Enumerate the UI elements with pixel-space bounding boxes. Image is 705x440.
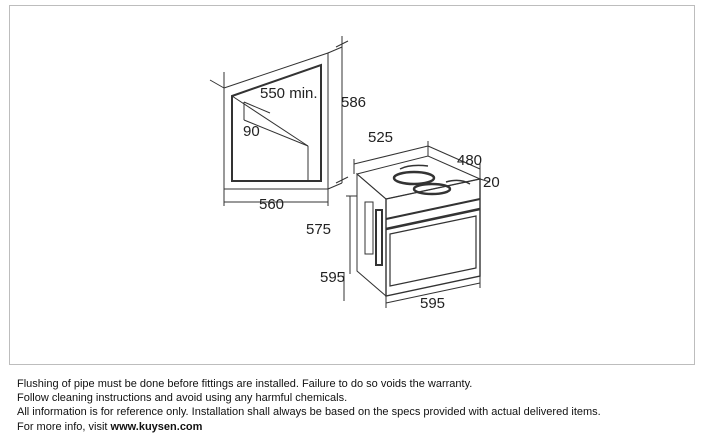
website-link[interactable]: www.kuysen.com bbox=[110, 420, 203, 433]
note-reference: All information is for reference only. I… bbox=[17, 406, 601, 419]
dim-oven-width: 595 bbox=[420, 295, 445, 312]
dim-niche-width: 560 bbox=[259, 196, 284, 213]
dim-niche-inset: 90 bbox=[243, 123, 260, 140]
note-cleaning: Follow cleaning instructions and avoid u… bbox=[17, 392, 348, 405]
dim-niche-height: 586 bbox=[341, 94, 366, 111]
dim-oven-panel-height: 575 bbox=[306, 221, 331, 238]
dim-oven-depth: 480 bbox=[457, 152, 482, 169]
installation-diagram: 550 min. 586 90 560 525 480 20 575 595 5… bbox=[209, 36, 500, 312]
notes-block: Flushing of pipe must be done before fit… bbox=[17, 377, 601, 434]
oven-drawing bbox=[343, 141, 491, 308]
note-more-info: For more info, visit www.kuysen.com bbox=[17, 420, 601, 434]
dim-niche-depth: 550 min. bbox=[260, 85, 318, 102]
dim-oven-offset: 20 bbox=[483, 174, 500, 191]
dim-oven-top-width: 525 bbox=[368, 129, 393, 146]
note-more-info-prefix: For more info, visit bbox=[17, 420, 111, 433]
niche-drawing bbox=[209, 36, 349, 206]
diagram-frame: 550 min. 586 90 560 525 480 20 575 595 5… bbox=[9, 5, 695, 365]
note-warranty: Flushing of pipe must be done before fit… bbox=[17, 378, 473, 390]
dim-oven-height: 595 bbox=[320, 269, 345, 286]
